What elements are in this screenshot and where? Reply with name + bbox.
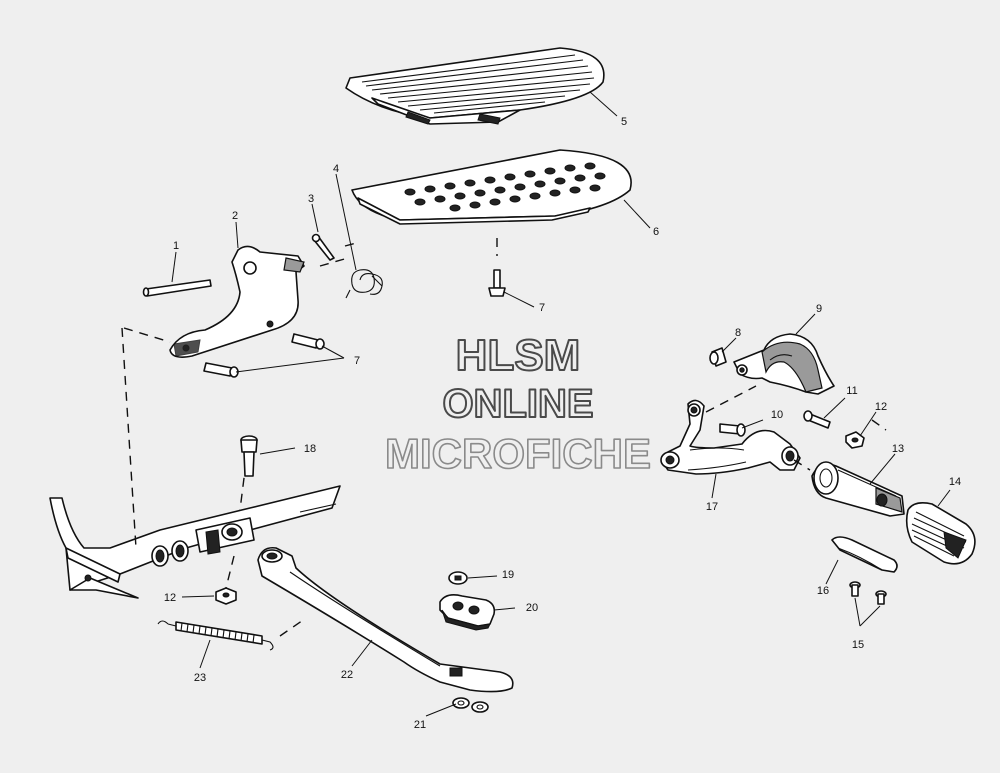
bracket-part [169,245,305,358]
screw-part [448,571,468,585]
callout-4: 4 [333,163,339,175]
callout-8: 8 [735,327,741,339]
pedal-mount-part [733,333,835,395]
callout-21: 21 [414,719,426,731]
callout-20: 20 [526,602,538,614]
clevis-pin-part [311,233,335,261]
pin-part [142,279,212,297]
watermark: HLSM ONLINE MICROFICHE [384,330,652,478]
callout-2: 2 [232,210,238,222]
callout-10: 10 [771,409,783,421]
callout-5: 5 [621,116,627,128]
callout-15: 15 [852,639,864,651]
callout-11: 11 [846,385,857,397]
footpeg-shield-part [831,536,898,573]
bolt-part [719,423,746,437]
callout-9: 9 [816,303,822,315]
bolt-part [803,410,831,429]
callout-16: 16 [817,585,829,597]
frame-part [49,485,341,599]
floorboard-lower-part [351,149,632,225]
callout-3: 3 [308,193,314,205]
callout-17: 17 [706,501,718,513]
callout-22: 22 [341,669,353,681]
alignment-lines [121,327,307,637]
stand-spring-part [157,620,274,651]
nut-part [845,431,865,449]
leader-lines [171,91,951,717]
washer-part [452,697,489,713]
watermark-line-1: HLSM [456,331,581,380]
callout-18: 18 [304,443,316,455]
callout-7-upper: 7 [539,302,545,314]
footpeg-rubber-part [905,502,976,565]
callout-14: 14 [949,476,961,488]
callout-19: 19 [502,569,514,581]
callout-12-right: 12 [875,401,887,413]
spring-part [319,241,383,299]
nut-part [215,587,237,605]
shift-lever-part [660,385,801,475]
screw-part [849,581,887,605]
callout-23: 23 [194,672,206,684]
bolt-part [488,238,506,297]
watermark-line-2: ONLINE [442,382,593,426]
pivot-bolt-part [240,435,258,477]
kickstand-part [257,546,514,693]
callout-13: 13 [892,443,904,455]
footpeg-part [793,419,905,517]
floorboard-upper-part [345,47,605,125]
callout-6: 6 [653,226,659,238]
callout-12-left: 12 [164,592,176,604]
callout-1: 1 [173,240,179,252]
watermark-line-3: MICROFICHE [385,430,651,477]
callout-labels: 1 2 3 4 5 6 7 7 8 9 10 11 12 12 13 14 15… [164,116,961,731]
foot-pad-part [439,594,496,631]
callout-7-lower: 7 [354,355,360,367]
bushing-part [709,347,727,367]
